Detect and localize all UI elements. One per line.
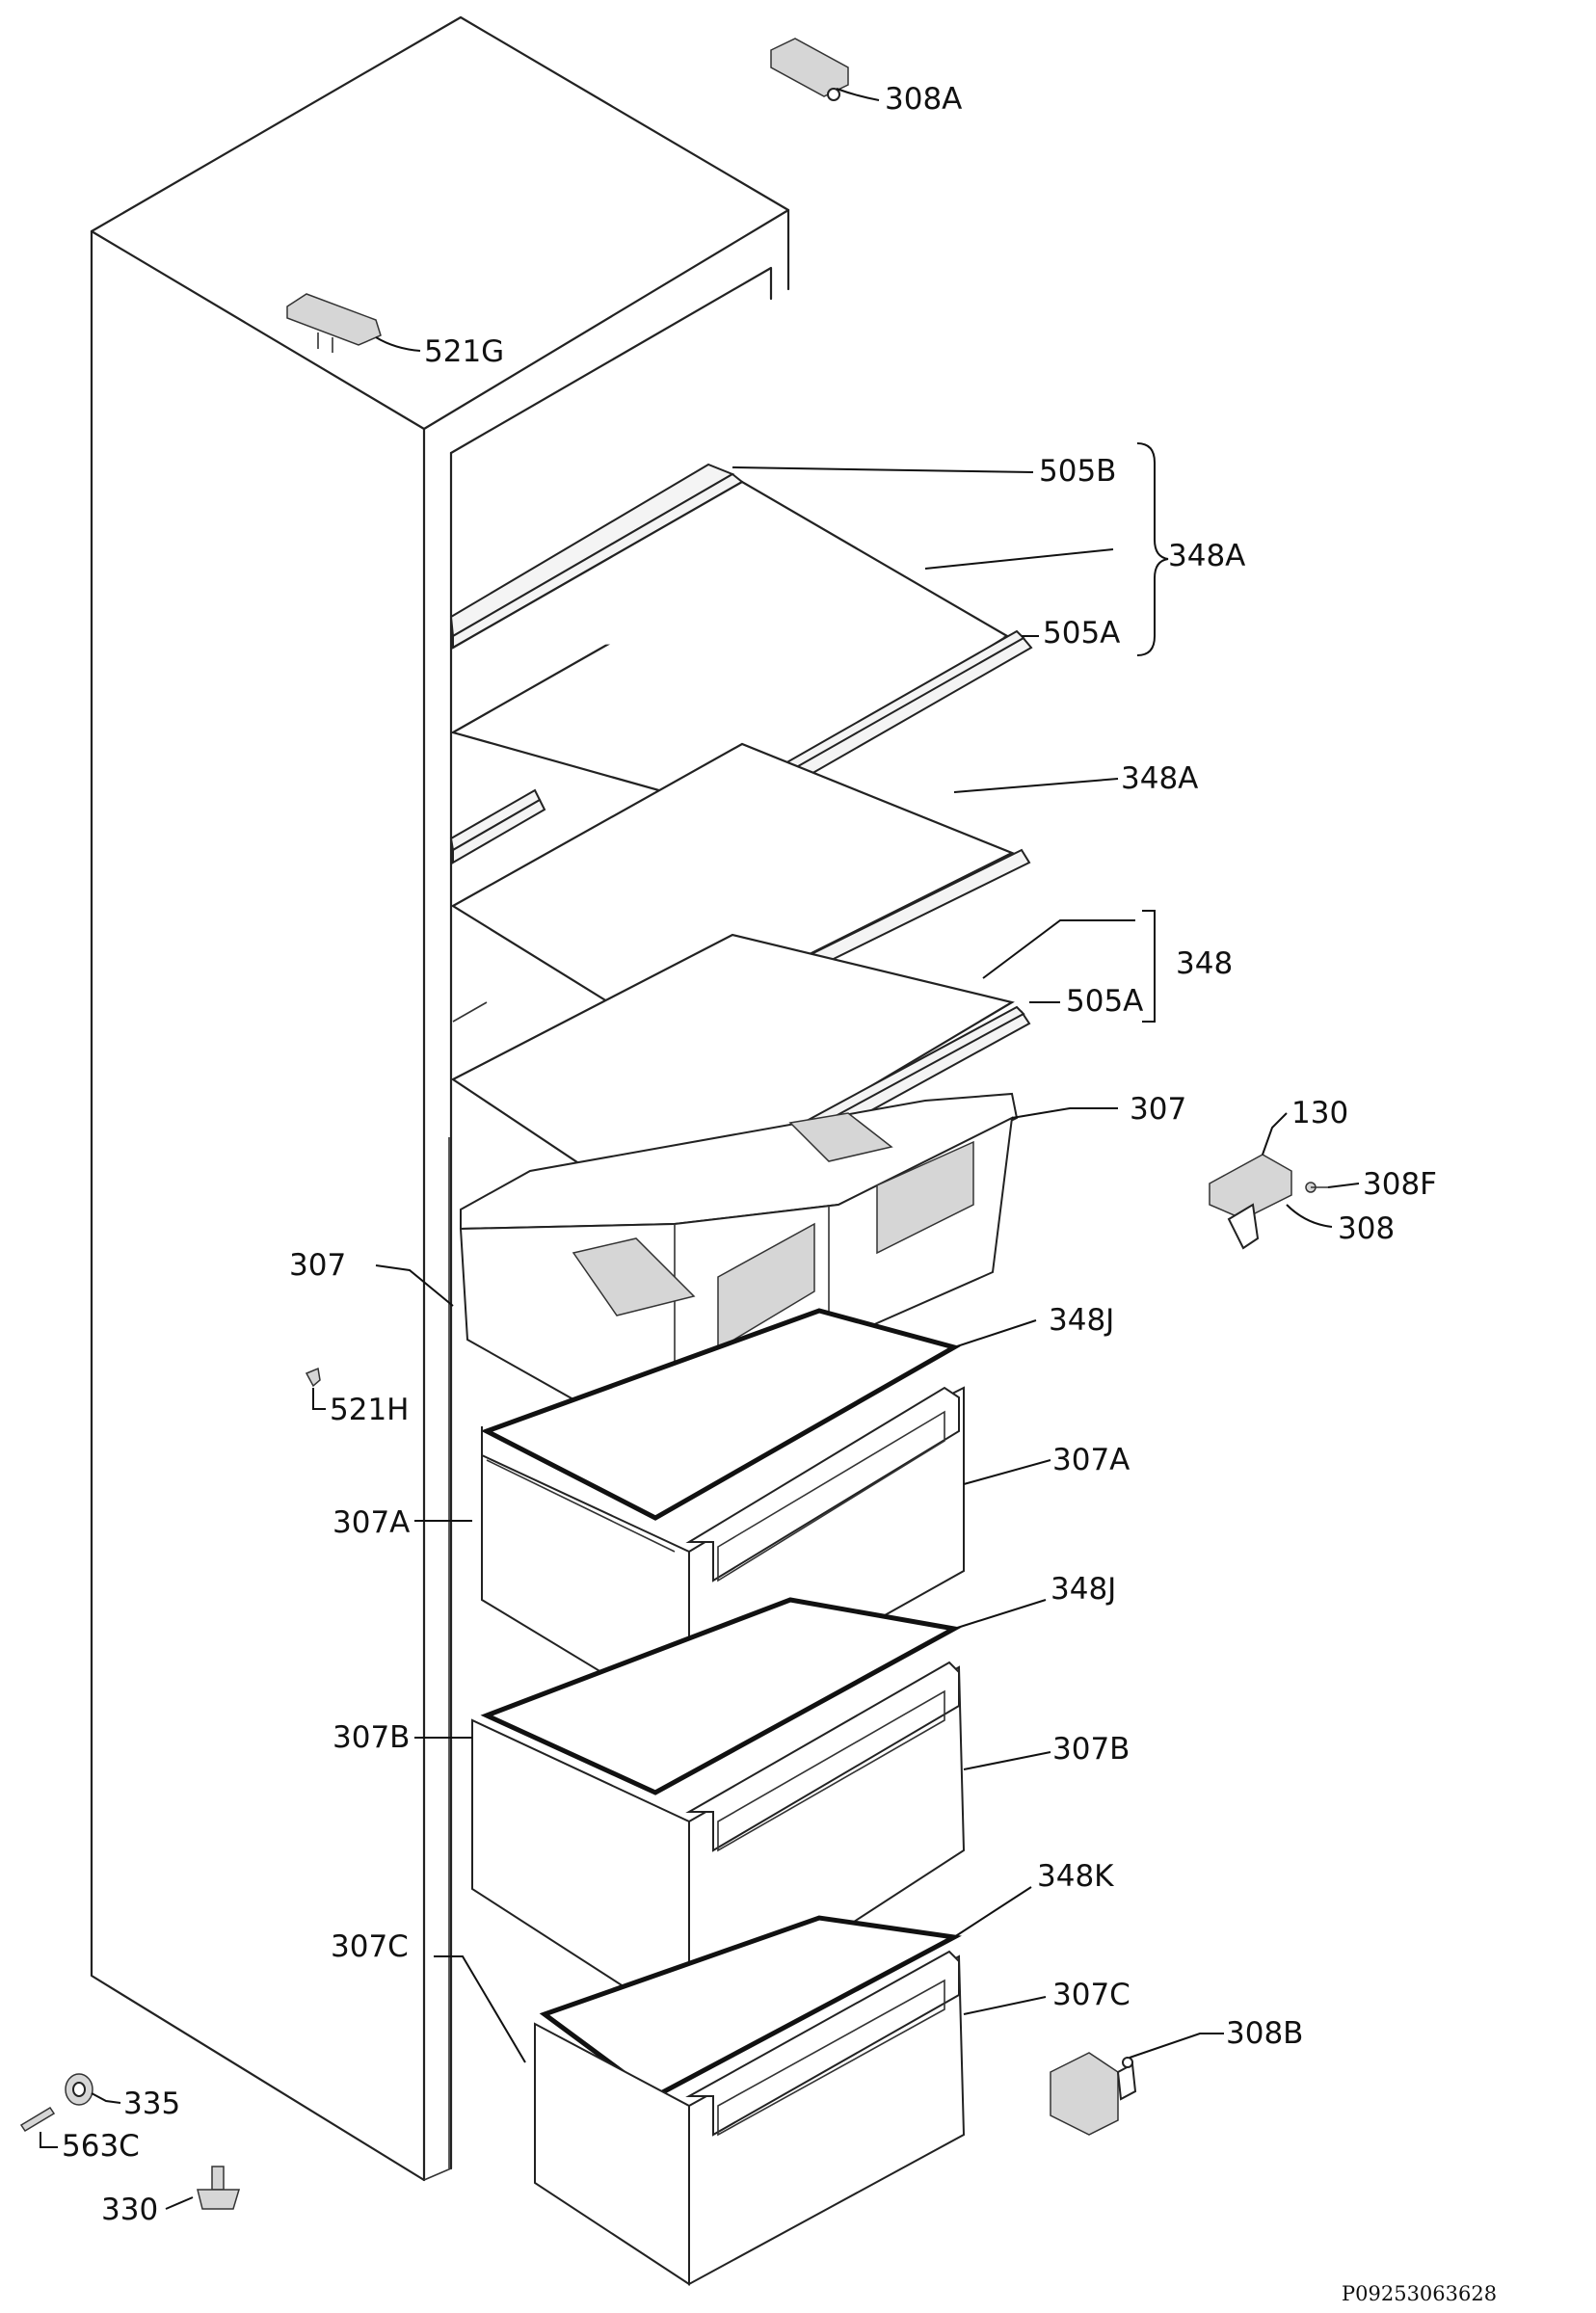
cover-521G: [286, 293, 382, 353]
label-348K: 348K: [1037, 1859, 1114, 1894]
label-307C-left: 307C: [331, 1929, 409, 1964]
label-307-left: 307: [289, 1248, 347, 1283]
crisper-drawer-307: [459, 1092, 1019, 1448]
label-308F: 308F: [1363, 1167, 1438, 1202]
label-308B: 308B: [1226, 2016, 1304, 2051]
label-505B: 505B: [1039, 454, 1117, 489]
label-521H: 521H: [330, 1393, 410, 1427]
label-505A-upper: 505A: [1043, 616, 1121, 651]
label-348A-brace: 348A: [1168, 539, 1246, 573]
label-307A-left: 307A: [332, 1505, 411, 1540]
glass-shelf-348A-top: [449, 463, 1033, 860]
label-308: 308: [1338, 1211, 1396, 1246]
label-521G: 521G: [424, 334, 505, 369]
label-307B-right: 307B: [1052, 1732, 1130, 1767]
leader-lines: [40, 88, 1360, 2210]
hinge-308B: [1050, 2052, 1137, 2136]
label-348-brace: 348: [1176, 946, 1234, 981]
label-335: 335: [123, 2087, 181, 2121]
foot-330: [197, 2166, 241, 2210]
label-505A-lower: 505A: [1066, 984, 1144, 1019]
label-308A: 308A: [885, 82, 963, 117]
drawing-code: P09253063628: [1342, 2282, 1498, 2305]
label-348A-second: 348A: [1121, 761, 1199, 796]
label-307B-left: 307B: [332, 1720, 411, 1755]
label-563C: 563C: [62, 2129, 140, 2164]
label-348J-lower: 348J: [1051, 1572, 1117, 1607]
label-307C-right: 307C: [1052, 1978, 1130, 2012]
hinge-assembly-130-308: [1209, 1154, 1328, 1250]
label-330: 330: [101, 2193, 159, 2227]
hinge-308A: [770, 38, 849, 101]
label-130: 130: [1291, 1096, 1349, 1130]
bush-335: [65, 2073, 93, 2106]
pin-563C: [19, 2106, 56, 2133]
cabinet: [90, 15, 790, 2182]
label-307-right: 307: [1130, 1092, 1187, 1127]
label-348J-upper: 348J: [1049, 1303, 1115, 1338]
screw-521H: [305, 1367, 321, 1388]
label-307A-right: 307A: [1052, 1443, 1130, 1477]
freezer-drawer-307C: [534, 1950, 966, 2286]
